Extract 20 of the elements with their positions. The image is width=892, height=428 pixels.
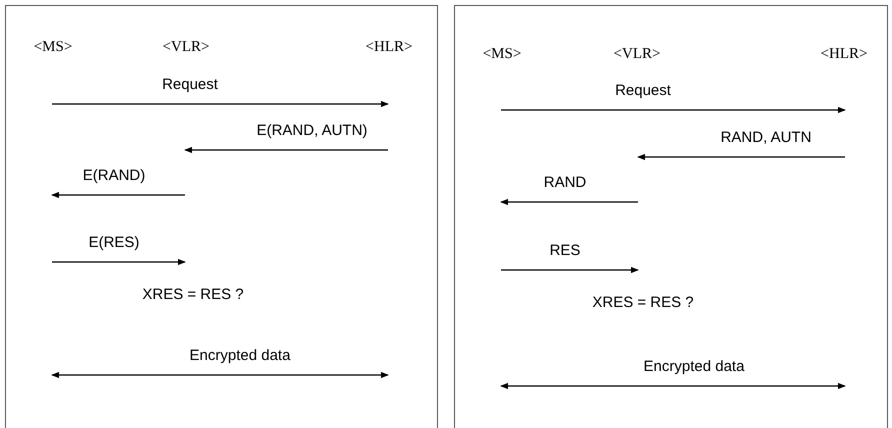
panel-frame <box>5 5 438 428</box>
message-label: RES <box>550 241 580 261</box>
message-label: XRES = RES ? <box>142 285 244 305</box>
message-label: Encrypted data <box>190 346 290 366</box>
participant-label: <VLR> <box>612 43 662 65</box>
participant-label: <HLR> <box>364 36 414 58</box>
message-label: Request <box>615 81 671 101</box>
message-label: RAND <box>544 173 586 193</box>
participant-label: <HLR> <box>819 43 869 65</box>
message-label: XRES = RES ? <box>592 293 694 313</box>
participant-label: <VLR> <box>161 36 211 58</box>
message-label: E(RAND) <box>82 166 146 186</box>
message-label: E(RES) <box>88 233 140 253</box>
message-label: Request <box>162 75 218 95</box>
message-label: RAND, AUTN <box>720 128 812 148</box>
message-label: Encrypted data <box>644 357 744 377</box>
message-label: E(RAND, AUTN) <box>256 121 368 141</box>
participant-label: <MS> <box>477 43 527 65</box>
panel-frame <box>454 5 888 428</box>
participant-label: <MS> <box>28 36 78 58</box>
